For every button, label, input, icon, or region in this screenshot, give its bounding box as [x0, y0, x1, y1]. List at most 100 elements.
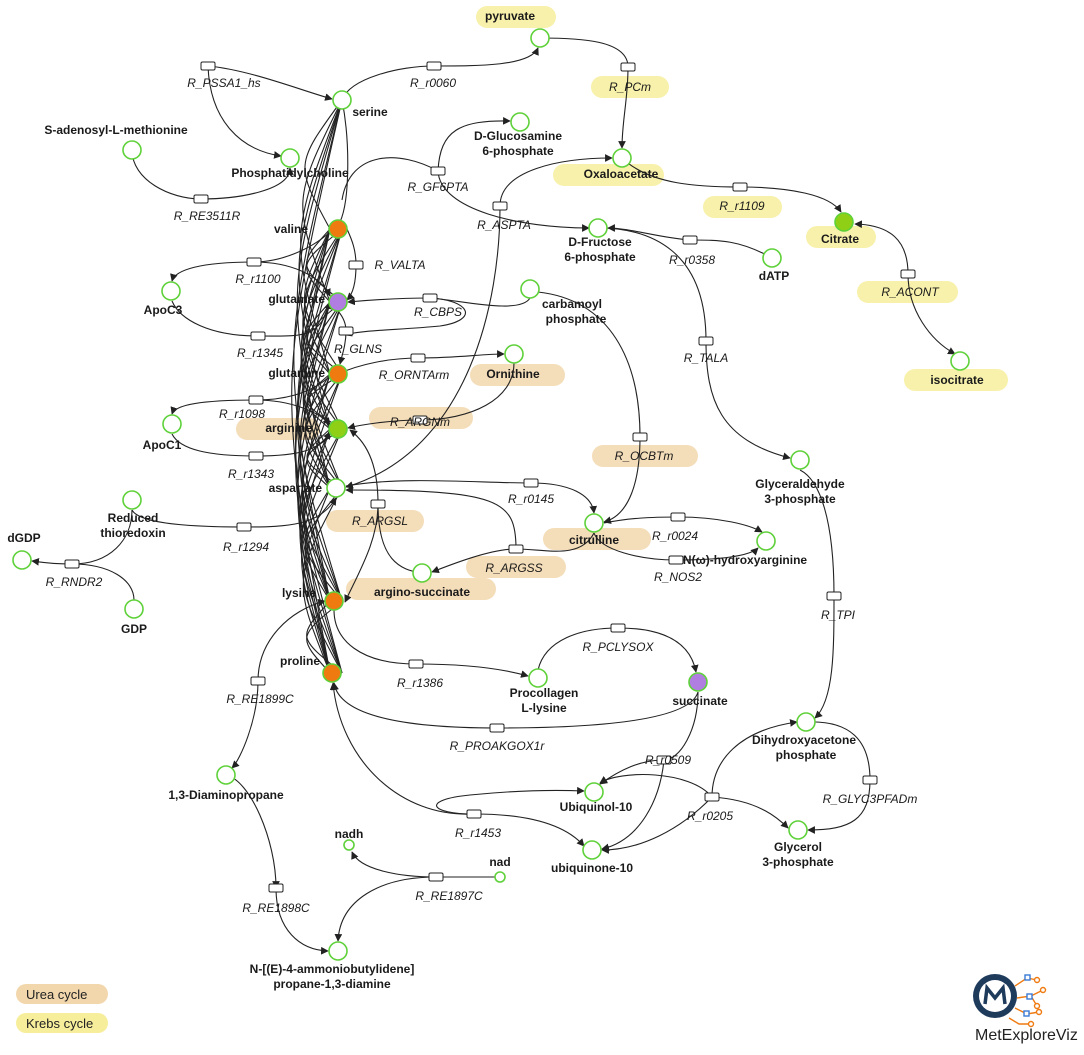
reaction-node-r0509[interactable] — [656, 755, 672, 765]
metabolite-node-succinate[interactable] — [688, 672, 708, 692]
reaction-node-proakgox1r[interactable] — [489, 723, 505, 733]
metabolite-node-apoc3[interactable] — [161, 281, 181, 301]
metabolite-node-nohydroxy[interactable] — [756, 531, 776, 551]
reaction-node-pssa1[interactable] — [200, 61, 216, 71]
reaction-node-r0358[interactable] — [682, 235, 698, 245]
reaction-node-argss[interactable] — [508, 544, 524, 554]
reaction-label-glyc3pfadm: R_GLYC3PFADm — [823, 792, 918, 806]
metabolite-node-ornithine[interactable] — [504, 344, 524, 364]
reaction-edge — [329, 682, 475, 815]
reaction-node-r1098[interactable] — [248, 395, 264, 405]
metabolite-node-glutamate[interactable] — [328, 292, 348, 312]
metabolite-node-nadh[interactable] — [343, 839, 355, 851]
reaction-node-r0145[interactable] — [523, 478, 539, 488]
reaction-node-nos2[interactable] — [668, 555, 684, 565]
metabolite-label-arginine: arginine — [265, 421, 312, 435]
reaction-node-re1899c[interactable] — [250, 676, 266, 686]
metabolite-node-valine[interactable] — [328, 219, 348, 239]
metabolite-node-datp[interactable] — [762, 248, 782, 268]
reaction-node-re3511r[interactable] — [193, 194, 209, 204]
metabolite-node-nad[interactable] — [494, 871, 506, 883]
metabolite-node-glycerol3p[interactable] — [788, 820, 808, 840]
reaction-node-tpi[interactable] — [826, 591, 842, 601]
reaction-node-cbps[interactable] — [422, 293, 438, 303]
reaction-node-re1898c[interactable] — [268, 883, 284, 893]
reaction-node-glns[interactable] — [338, 326, 354, 336]
reaction-node-r1343[interactable] — [248, 451, 264, 461]
reaction-node-r0024[interactable] — [670, 512, 686, 522]
reaction-node-r1100[interactable] — [246, 257, 262, 267]
reaction-edge — [303, 228, 343, 375]
metabolite-node-glutamine[interactable] — [328, 364, 348, 384]
reaction-node-r1386[interactable] — [408, 659, 424, 669]
metabolite-node-citrate[interactable] — [834, 212, 854, 232]
reaction-label-r0509: R_r0509 — [645, 753, 691, 767]
reaction-edge — [537, 627, 619, 671]
reaction-node-pcm[interactable] — [620, 62, 636, 72]
reaction-node-rndr2[interactable] — [64, 559, 80, 569]
metabolite-node-oaa[interactable] — [612, 148, 632, 168]
reaction-edge — [71, 563, 135, 601]
reaction-edge — [807, 779, 871, 834]
reaction-node-aspta[interactable] — [492, 201, 508, 211]
metabolite-node-ubiquinone[interactable] — [582, 840, 602, 860]
metabolite-label-apoc3: ApoC3 — [144, 303, 183, 317]
reaction-node-r0060[interactable] — [426, 61, 442, 71]
reaction-edge — [711, 796, 789, 829]
metabolite-node-sam[interactable] — [122, 140, 142, 160]
metabolite-node-aspartate[interactable] — [326, 478, 346, 498]
reaction-node-r1294[interactable] — [236, 522, 252, 532]
metabolite-node-gdp[interactable] — [124, 599, 144, 619]
reaction-node-orntarm[interactable] — [410, 353, 426, 363]
reaction-node-r1345[interactable] — [250, 331, 266, 341]
metabolite-node-lysine[interactable] — [324, 591, 344, 611]
reaction-label-acont: R_ACONT — [881, 285, 940, 299]
metabolite-node-f6p[interactable] — [588, 218, 608, 238]
metabolite-node-citrulline[interactable] — [584, 513, 604, 533]
reaction-node-re1897c[interactable] — [428, 872, 444, 882]
metabolite-node-pc[interactable] — [280, 148, 300, 168]
reaction-edge — [131, 149, 202, 200]
metabolite-node-procoll[interactable] — [528, 668, 548, 688]
metabolite-node-glcn6p[interactable] — [510, 112, 530, 132]
metabolite-node-ammon[interactable] — [328, 941, 348, 961]
reaction-edge — [344, 503, 379, 603]
metabolite-node-ubiquinol[interactable] — [584, 782, 604, 802]
metabolite-node-arginine[interactable] — [328, 419, 348, 439]
metabolite-node-carbp[interactable] — [520, 279, 540, 299]
reaction-node-argnm[interactable] — [412, 415, 428, 425]
reaction-node-glyc3pfadm[interactable] — [862, 775, 878, 785]
metabolite-node-isocitrate[interactable] — [950, 351, 970, 371]
metabolite-node-diap[interactable] — [216, 765, 236, 785]
reaction-node-r0205[interactable] — [704, 792, 720, 802]
reaction-node-argsl[interactable] — [370, 499, 386, 509]
reaction-edge — [255, 399, 331, 426]
reaction-label-re1899c: R_RE1899C — [226, 692, 294, 706]
reaction-node-tala[interactable] — [698, 336, 714, 346]
reaction-node-ocbtm[interactable] — [632, 432, 648, 442]
metabolite-node-g3p[interactable] — [790, 450, 810, 470]
krebs-cycle-highlight — [904, 369, 1008, 391]
reaction-node-gf6pta[interactable] — [430, 166, 446, 176]
reaction-node-r1453[interactable] — [466, 809, 482, 819]
reaction-node-r1109[interactable] — [732, 182, 748, 192]
reaction-node-pclysox[interactable] — [610, 623, 626, 633]
metabolite-node-apoc1[interactable] — [162, 414, 182, 434]
reaction-edge — [419, 362, 515, 421]
metabolite-node-argsucc[interactable] — [412, 563, 432, 583]
reaction-node-valta[interactable] — [348, 260, 364, 270]
metexploreviz-logo — [965, 968, 1075, 1052]
metabolite-node-serine[interactable] — [332, 90, 352, 110]
metabolite-node-redtrx[interactable] — [122, 490, 142, 510]
reaction-label-r0060: R_r0060 — [410, 76, 456, 90]
reaction-node-acont[interactable] — [900, 269, 916, 279]
reaction-edge — [601, 796, 713, 854]
reaction-edge — [295, 228, 343, 674]
metabolite-node-dgdp[interactable] — [12, 550, 32, 570]
metabolite-node-pyruvate[interactable] — [530, 28, 550, 48]
metabolite-node-proline[interactable] — [322, 663, 342, 683]
metabolite-node-dhap[interactable] — [796, 712, 816, 732]
